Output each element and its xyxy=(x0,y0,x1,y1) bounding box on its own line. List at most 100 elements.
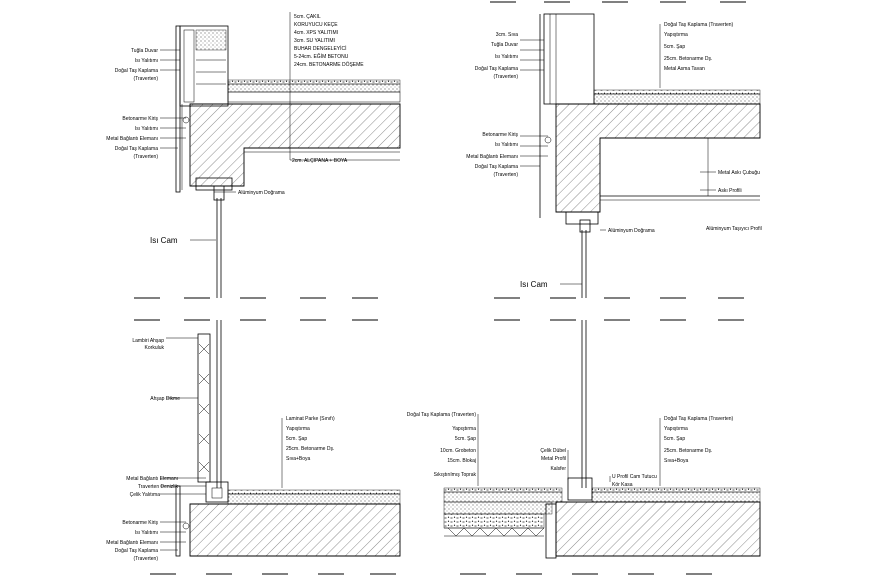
roof-layer-label: 24cm. BETONARME DÖŞEME xyxy=(294,61,364,68)
sill-label: Betonarme Kiriş xyxy=(122,520,158,526)
floor-layer-labels: Laminat Parke (Sınıfı) Yapıştırma 5cm. Ş… xyxy=(286,416,335,462)
roof-slab-beam xyxy=(189,103,401,187)
sill-label: Isı Yalıtımı xyxy=(135,530,158,536)
upper-wall-label: Doğal Taş Kaplama xyxy=(475,164,518,170)
upper-wall-label: (Traverten) xyxy=(493,172,518,178)
wood-railing-panel xyxy=(197,333,211,483)
interior-floor-label: 25cm. Betonarme Dş. xyxy=(664,448,712,454)
ground-layer-label: Yapıştırma xyxy=(452,426,476,432)
upper-wall-label: 3cm. Sıva xyxy=(496,32,518,38)
upper-floor-screed xyxy=(593,93,761,105)
interior-slab xyxy=(555,501,761,557)
upper-wall-label: Tuğla Duvar xyxy=(491,42,518,48)
floor-layer-label: 5cm. Şap xyxy=(286,436,307,442)
compacted-soil xyxy=(444,527,545,537)
ceiling-label: Askı Profili xyxy=(718,188,742,194)
bottom-cladding xyxy=(175,485,181,557)
ground-layer-label: 5cm. Şap xyxy=(455,436,476,442)
frame-label: Kör Kasa xyxy=(612,482,633,488)
panel-label: Ahşap Dikme xyxy=(150,396,180,402)
floor-layer-label: Yapıştırma xyxy=(286,426,310,432)
ground-concrete xyxy=(443,501,553,515)
frame-label: Alüminyum Doğrama xyxy=(238,190,285,196)
panel-label: Korkuluk xyxy=(145,345,165,351)
roof-layer-label: 3cm. SU YALITIMI xyxy=(294,38,335,44)
upper-wall-label: Doğal Taş Kaplama xyxy=(475,66,518,72)
roof-gravel xyxy=(227,79,401,85)
wall-label: Tuğla Duvar xyxy=(131,48,158,54)
wall-label: (Traverten) xyxy=(133,76,158,82)
ground-screed xyxy=(443,491,563,503)
floor-layer-label: Laminat Parke (Sınıfı) xyxy=(286,416,335,422)
parapet-cap xyxy=(195,29,227,51)
ground-layer-label: Doğal Taş Kaplama (Traverten) xyxy=(407,412,477,418)
left-break-lines xyxy=(134,297,378,321)
interior-screed xyxy=(591,491,761,503)
right-top-detail: 3cm. Sıva Tuğla Duvar Isı Yalıtımı Doğal… xyxy=(466,1,762,298)
roof-insulation xyxy=(227,83,401,93)
right-break-lines xyxy=(494,297,744,321)
interior-floor-label: Sıva+Boya xyxy=(664,458,689,464)
right-bottom-detail: Doğal Taş Kaplama (Traverten) Yapıştırma… xyxy=(407,320,761,575)
glass-label: Isı Cam xyxy=(520,280,548,289)
roof-layer-label: KORUYUCU KEÇE xyxy=(294,22,338,28)
wall-label: Betonarme Kiriş xyxy=(122,116,158,122)
floor-finish xyxy=(227,489,401,495)
fixing-label: Çelik Dübel xyxy=(540,448,566,454)
ceiling-label: Metal Askı Çubuğu xyxy=(718,170,760,176)
upper-wall-label: Isı Yalıtımı xyxy=(495,142,518,148)
roof-layer-label: BUHAR DENGELEYİCİ xyxy=(294,45,347,52)
interior-floor-labels: Doğal Taş Kaplama (Traverten) Yapıştırma… xyxy=(664,416,734,464)
sill-label: Metal Bağlantı Elemanı xyxy=(126,476,178,482)
frame-label: U Profil Cam Tutucu xyxy=(612,474,657,480)
insulation-layer xyxy=(183,29,195,103)
wall-label: Doğal Taş Kaplama xyxy=(115,146,158,152)
soffit-label: 2cm. ALÇIPANA + BOYA xyxy=(292,158,348,164)
upper-wall-label: (Traverten) xyxy=(493,74,518,80)
ground-layer-label: Sıkıştırılmış Toprak xyxy=(434,472,477,478)
roof-layer-label: 5-24cm. EĞİM BETONU xyxy=(294,53,349,60)
upper-floor-label: Yapıştırma xyxy=(664,32,688,38)
left-top-detail: 5cm. ÇAKIL KORUYUCU KEÇE 4cm. XPS YALITI… xyxy=(106,12,401,298)
upper-wall-labels: 3cm. Sıva Tuğla Duvar Isı Yalıtımı Doğal… xyxy=(466,32,518,178)
floor-layer-label: 25cm. Betonarme Dş. xyxy=(286,446,334,452)
upper-wall-label: Isı Yalıtımı xyxy=(495,54,518,60)
sill-label: (Traverten) xyxy=(133,556,158,562)
upper-window-head xyxy=(565,211,599,225)
profile-label: Alüminyum Taşıyıcı Profil xyxy=(706,226,762,232)
wall-label: Isı Yalıtımı xyxy=(135,58,158,64)
ground-layer-label: 15cm. Blokaj xyxy=(447,458,476,464)
interior-floor-label: Yapıştırma xyxy=(664,426,688,432)
interior-floor-label: Doğal Taş Kaplama (Traverten) xyxy=(664,416,734,422)
lower-window-sill xyxy=(567,477,593,501)
left-bottom-detail: Lambiri Ahşap Korkuluk Ahşap Dikme Lamin… xyxy=(106,320,401,575)
roof-layer-labels: 5cm. ÇAKIL KORUYUCU KEÇE 4cm. XPS YALITI… xyxy=(294,14,364,68)
fixing-labels: Çelik Dübel Metal Profil Kalsfer xyxy=(540,448,566,472)
ground-blokaj xyxy=(443,513,545,529)
stone-cladding xyxy=(175,25,181,193)
wall-labels: Tuğla Duvar Isı Yalıtımı Doğal Taş Kapla… xyxy=(106,48,158,160)
wall-label: Doğal Taş Kaplama xyxy=(115,68,158,74)
fixing-label: Kalsfer xyxy=(550,466,566,472)
floor-slab-beam xyxy=(189,503,401,557)
roof-layer-label: 4cm. XPS YALITIMI xyxy=(294,30,338,36)
upper-floor-labels: Doğal Taş Kaplama (Traverten) Yapıştırma… xyxy=(664,22,734,72)
sill-label: Traverten Denizlik xyxy=(138,484,179,490)
upper-floor-label: 25cm. Betonarme Dş. xyxy=(664,56,712,62)
upper-wall-label: Betonarme Kiriş xyxy=(482,132,518,138)
glass-label: Isı Cam xyxy=(150,236,178,245)
upper-floor-label: 5cm. Şap xyxy=(664,44,685,50)
panel-label: Lambiri Ahşap xyxy=(132,338,164,344)
floor-layer-label: Sıva+Boya xyxy=(286,456,311,462)
ground-floor-finish xyxy=(443,487,563,493)
interior-floor-finish xyxy=(591,487,761,493)
upper-floor-label: Metal Asma Tavan xyxy=(664,66,705,72)
upper-floor-finish xyxy=(593,89,761,95)
ground-layer-labels: Doğal Taş Kaplama (Traverten) Yapıştırma… xyxy=(407,412,477,478)
sill-label: Doğal Taş Kaplama xyxy=(115,548,158,554)
frame-label: Alüminyum Doğrama xyxy=(608,228,655,234)
ground-layer-label: 10cm. Grobeton xyxy=(440,448,476,454)
upper-floor-label: Doğal Taş Kaplama (Traverten) xyxy=(664,22,734,28)
interior-floor-label: 5cm. Şap xyxy=(664,436,685,442)
